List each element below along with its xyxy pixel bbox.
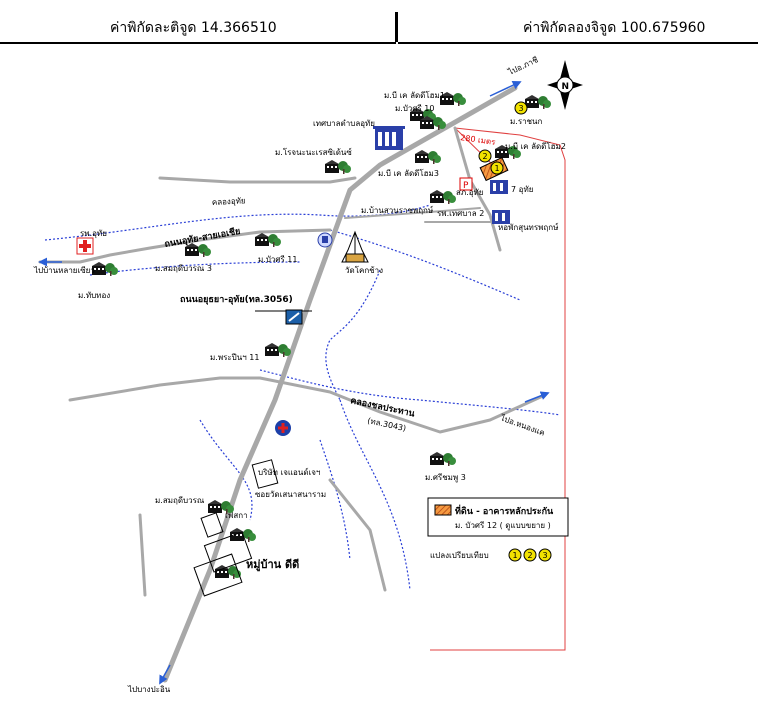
canal-mid xyxy=(325,269,381,401)
label-p03: เทศบาลตำบลอุทัย xyxy=(313,119,375,128)
village-icon xyxy=(255,233,281,247)
school-building-icon xyxy=(490,180,508,194)
road-soi xyxy=(328,478,387,592)
road-east xyxy=(453,126,502,252)
coordinates-header: ค่าพิกัดละติจูด 14.366510 ค่าพิกัดลองจิจ… xyxy=(0,0,759,44)
road-police xyxy=(344,207,481,219)
compass-letter: N xyxy=(562,82,570,92)
label-p06: ม.บ้านสวนราชพฤกษ์ xyxy=(361,205,433,215)
legend-marker-2: 2 xyxy=(523,548,537,562)
header-divider xyxy=(395,12,398,42)
label-p18: ม.พระปีนฯ 11 xyxy=(210,353,259,362)
longitude-label: ค่าพิกัดลองจิจูด 100.675960 xyxy=(523,20,706,36)
label-p14: ม.สมฤดีบวรณ 3 xyxy=(155,264,212,273)
royal-emblem-icon xyxy=(317,232,333,248)
label-p02: ม.บัวศรี 10 xyxy=(395,104,434,113)
label-p15: ม.บัวศรี 11 xyxy=(258,255,297,264)
label-p11: รพ.เทศบาล 2 xyxy=(437,209,484,218)
gas-station-icon xyxy=(285,309,303,325)
label-p19: บริษัท เจแอนด์เจฯ xyxy=(258,467,320,477)
header-underline-right xyxy=(398,42,758,44)
marker-1: 1 xyxy=(490,161,504,175)
road-3043 xyxy=(258,376,547,434)
municipality-building-icon xyxy=(373,126,405,150)
main-road-3056 xyxy=(162,85,518,683)
svg-text:2: 2 xyxy=(528,551,533,560)
svg-text:3: 3 xyxy=(519,104,524,113)
label-p17: ม.ทับทอง xyxy=(78,291,110,300)
roads xyxy=(38,85,547,683)
arrow-north-icon xyxy=(489,80,522,97)
label-soi: ซอยวัดเสนาสนาราม xyxy=(255,490,326,499)
canal-utai xyxy=(44,204,431,241)
comparison-markers: 1 2 3 xyxy=(478,101,528,175)
svg-text:1: 1 xyxy=(495,164,500,173)
collateral-swatch xyxy=(434,504,452,516)
road-utai-asia xyxy=(38,228,332,264)
village-icon xyxy=(525,95,551,109)
label-p01: ม.บี เค ลัดดีโฮม1 xyxy=(384,90,445,100)
village-icon xyxy=(265,343,291,357)
canal-south xyxy=(339,399,411,591)
compass-icon: N xyxy=(547,60,583,110)
legend-marker-1: 1 xyxy=(508,548,522,562)
village-icon xyxy=(415,150,441,164)
arrow-south-icon xyxy=(159,664,171,685)
road-sw xyxy=(138,513,147,597)
label-to-left: ไปบ้านหลายเซียว xyxy=(33,266,95,275)
public-buildings: P xyxy=(275,126,510,436)
village-icon xyxy=(325,160,351,174)
label-distance: 280 เมตร xyxy=(460,133,497,147)
legend-compare: แปลงเปรียบเทียบ xyxy=(430,551,489,560)
label-p10: 7 อุทัย xyxy=(511,185,533,194)
label-to-bottom: ไปบางปะอิน xyxy=(127,685,171,694)
legend-title: ที่ดิน - อาคารหลักประกัน xyxy=(455,504,554,517)
label-main-road: ถนนอยุธยา-อุทัย(ทล.3056) xyxy=(180,294,293,305)
label-p04: ม.โรจนะนะเรสซิเด้นซ์ xyxy=(275,147,352,157)
label-p09: สภ.อุทัย xyxy=(456,188,483,197)
hospital-icon xyxy=(76,237,94,255)
label-p22: เฟสกา xyxy=(225,511,248,520)
label-p07: ม.ราชนก xyxy=(510,117,543,126)
latitude-label: ค่าพิกัดละติจูด 14.366510 xyxy=(110,20,277,36)
header-underline-left xyxy=(0,42,396,44)
company-logo-icon xyxy=(275,420,291,436)
label-p21: ม.สมฤดีบวรณ xyxy=(155,496,205,505)
label-p23: หมู่บ้าน ดีดี xyxy=(246,558,299,572)
arrow-east-icon xyxy=(524,391,550,403)
village-icon xyxy=(430,190,456,204)
label-canal-utai: คลองอุทัย xyxy=(212,196,246,207)
legend-marker-3: 3 xyxy=(538,548,552,562)
plot-outlines xyxy=(193,459,279,597)
svg-text:P: P xyxy=(463,181,469,191)
svg-text:1: 1 xyxy=(513,551,518,560)
temple-icon xyxy=(341,230,369,263)
legend: ที่ดิน - อาคารหลักประกัน ม. บัวศรี 12 ( … xyxy=(427,497,569,562)
label-p20: ม.ศรีชมพู 3 xyxy=(425,473,466,483)
marker-3: 3 xyxy=(514,101,528,115)
direction-arrows xyxy=(38,80,550,685)
village-icon xyxy=(430,452,456,466)
label-p16: วัดโคกช้าง xyxy=(345,265,383,275)
label-p05: ม.บี เค ลัดดีโฮม3 xyxy=(378,168,439,178)
road-west xyxy=(68,376,262,402)
label-p08: ม.บี เค ลัดดีโฮม2 xyxy=(505,141,566,151)
marker-2: 2 xyxy=(478,149,492,163)
label-p12: หอพักสุนทรพฤกษ์ xyxy=(498,222,559,232)
village-icon xyxy=(92,262,118,276)
label-to-right: ไปอ.หนองแค xyxy=(498,413,546,438)
dormitory-building-icon xyxy=(492,210,510,224)
legend-subtitle: ม. บัวศรี 12 ( ดูแบบขยาย ) xyxy=(455,521,551,531)
road-northwest xyxy=(158,176,357,184)
label-to-top: ไปอ.ภาชี xyxy=(506,55,540,77)
svg-text:2: 2 xyxy=(483,152,488,161)
canal-west xyxy=(89,261,301,276)
label-p13: รพ.อุทัย xyxy=(80,229,107,238)
police-station-icon: P xyxy=(459,177,473,191)
svg-text:3: 3 xyxy=(543,551,548,560)
distance-line xyxy=(430,127,566,651)
